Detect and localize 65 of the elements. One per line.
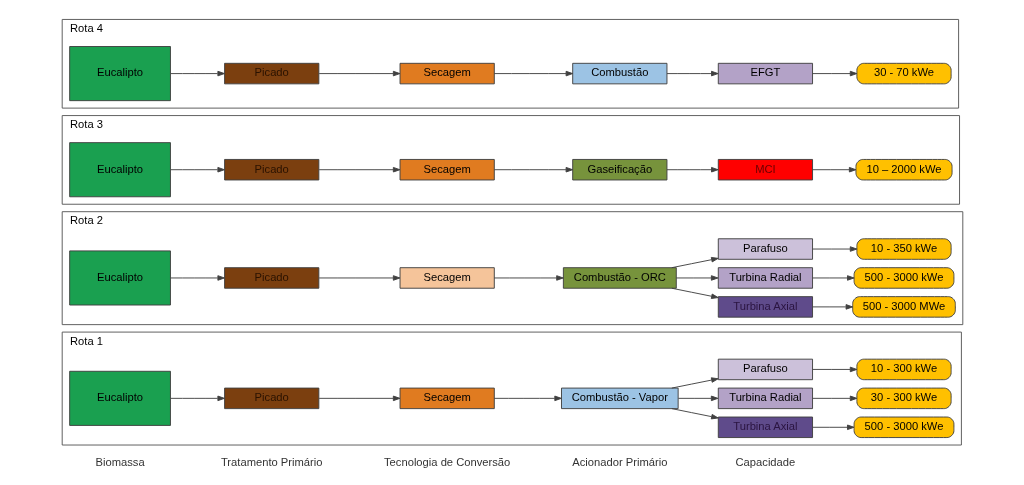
arrow	[493, 166, 573, 173]
node-box: Eucalipto	[68, 250, 171, 306]
node-box: EFGT	[717, 62, 813, 85]
node-box: 500 - 3000 kWe	[853, 416, 954, 438]
label: Acionador Primário	[571, 455, 667, 468]
arrow	[493, 395, 562, 402]
label: Biomassa	[95, 455, 145, 468]
node-box: Secagem	[399, 267, 495, 289]
arrow	[677, 395, 718, 402]
label: Capacidade	[735, 455, 795, 468]
node-box: MCI	[717, 158, 813, 181]
arrow	[493, 70, 573, 77]
arrow	[318, 70, 400, 77]
node-box: Turbina Axial	[717, 296, 813, 318]
label: Tratamento Primário	[220, 455, 322, 468]
label: Tecnologia de Conversão	[383, 455, 510, 468]
arrow	[670, 408, 719, 420]
arrow	[670, 287, 719, 299]
node-box: Parafuso	[717, 238, 813, 260]
arrow	[675, 275, 718, 281]
arrow	[811, 304, 853, 310]
arrow	[670, 377, 719, 389]
node-box: Eucalipto	[68, 142, 171, 198]
arrow	[493, 275, 564, 281]
node-box: 500 - 3000 kWe	[853, 267, 954, 289]
arrow	[811, 246, 857, 252]
node-box: Eucalipto	[68, 46, 171, 102]
arrow	[318, 166, 400, 173]
node-box: 10 - 350 kWe	[855, 238, 952, 260]
node-box: 10 - 300 kWe	[855, 358, 952, 381]
arrow	[169, 166, 225, 173]
arrow	[811, 166, 856, 173]
arrow	[318, 395, 400, 402]
node-box: Turbina Axial	[717, 416, 813, 438]
arrow	[666, 166, 718, 173]
arrow	[169, 275, 225, 281]
arrow	[811, 395, 857, 402]
arrow	[666, 70, 718, 77]
arrow	[811, 366, 857, 373]
node-box: Picado	[223, 387, 319, 410]
node-box: Secagem	[399, 387, 495, 410]
node-box: 30 - 70 kWe	[855, 62, 952, 85]
node-box: Picado	[223, 158, 319, 181]
node-box: Turbina Radial	[717, 387, 813, 410]
arrow	[811, 275, 854, 281]
node-box: Combustão - Vapor	[560, 387, 679, 410]
node-box: Picado	[223, 62, 319, 85]
arrow	[169, 70, 225, 77]
arrow	[811, 70, 857, 77]
node-box: 500 - 3000 MWe	[851, 296, 956, 318]
node-box: Secagem	[399, 158, 495, 181]
node-box: 30 - 300 kWe	[855, 387, 952, 410]
arrow	[318, 275, 400, 281]
node-box: Gaseificação	[571, 158, 667, 181]
node-box: Eucalipto	[68, 370, 171, 426]
node-box: Combustão - ORC	[562, 267, 677, 289]
node-box: Combustão	[571, 62, 667, 85]
arrow	[670, 256, 719, 269]
arrow	[811, 424, 854, 431]
node-box: Secagem	[399, 62, 495, 85]
node-box: Turbina Radial	[717, 267, 813, 289]
node-box: Parafuso	[717, 358, 813, 381]
node-box: Picado	[223, 267, 319, 289]
node-box: 10 – 2000 kWe	[854, 158, 953, 181]
arrow	[169, 395, 225, 402]
